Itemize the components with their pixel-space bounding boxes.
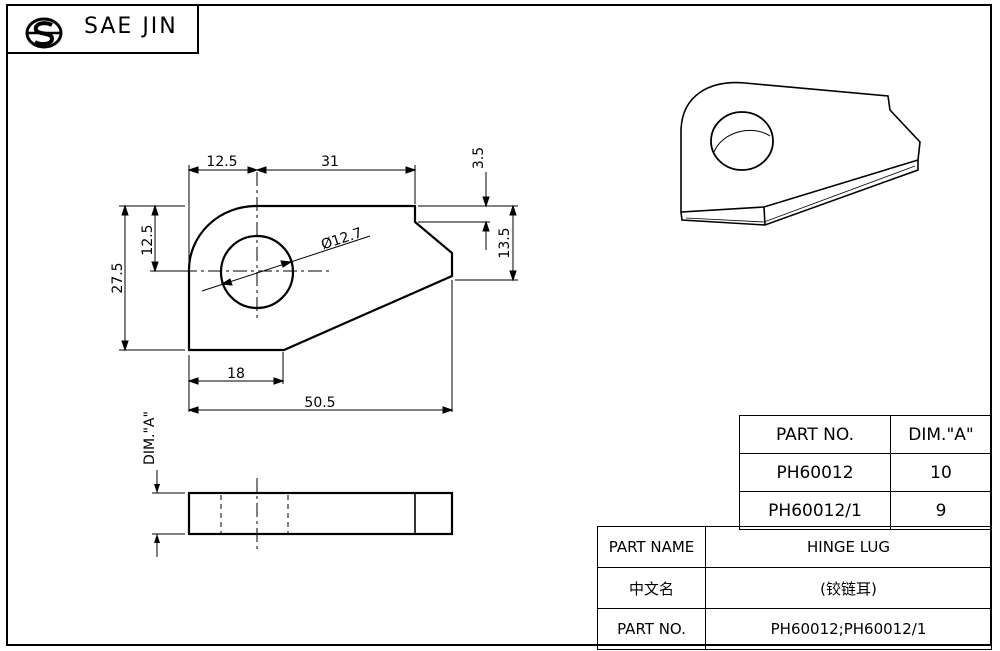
- part-name-label: PART NAME: [597, 526, 706, 568]
- chinese-name-label: 中文名: [597, 567, 706, 609]
- drawing-border: [6, 4, 992, 646]
- chinese-name-value: (铰链耳): [705, 567, 992, 609]
- dim-a-label: DIM."A": [142, 411, 158, 465]
- dim-hole-diameter: Ø12.7: [319, 225, 364, 253]
- dim-31: 31: [321, 154, 339, 170]
- dim-27-5: 27.5: [110, 262, 126, 293]
- cell-dim-a: 9: [890, 491, 992, 530]
- table-row: PH60012/1 9: [739, 491, 992, 530]
- table-row: PH60012 10: [739, 453, 992, 492]
- dimension-lines: [119, 165, 518, 414]
- header-part-no: PART NO.: [739, 415, 891, 454]
- cell-part-no: PH60012: [739, 453, 891, 492]
- dim-18: 18: [227, 366, 245, 382]
- header-dim-a: DIM."A": [890, 415, 992, 454]
- part-no-label: PART NO.: [597, 608, 706, 650]
- isometric-view: [680, 81, 921, 226]
- part-no-value: PH60012;PH60012/1: [705, 608, 992, 650]
- dim-13-5: 13.5: [497, 227, 513, 258]
- logo-block: [6, 4, 199, 54]
- sae-jin-logo-icon: [25, 17, 63, 49]
- dim-50-5: 50.5: [304, 395, 335, 411]
- cell-part-no: PH60012/1: [739, 491, 891, 530]
- part-name-value: HINGE LUG: [705, 526, 992, 568]
- brand-name: SAE JIN: [84, 14, 178, 39]
- iso-hole: [710, 111, 774, 171]
- dimension-table: PART NO. DIM."A" PH60012 10 PH60012/1 9: [739, 415, 992, 530]
- title-block: PART NAME HINGE LUG 中文名 (铰链耳) PART NO. P…: [597, 526, 992, 650]
- title-row-part-no: PART NO. PH60012;PH60012/1: [597, 608, 992, 650]
- top-view: [183, 172, 454, 352]
- side-view: [152, 470, 454, 557]
- dimension-texts: 12.5 31 18 50.5 27.5 12.5 3.5 13.5 Ø12.7: [110, 147, 513, 411]
- title-row-part-name: PART NAME HINGE LUG: [597, 526, 992, 568]
- title-row-chinese-name: 中文名 (铰链耳): [597, 567, 992, 609]
- dim-12-5-top: 12.5: [206, 154, 237, 170]
- dim-12-5-side: 12.5: [140, 224, 156, 255]
- dim-3-5: 3.5: [471, 147, 487, 169]
- table-header-row: PART NO. DIM."A": [739, 415, 992, 454]
- cell-dim-a: 10: [890, 453, 992, 492]
